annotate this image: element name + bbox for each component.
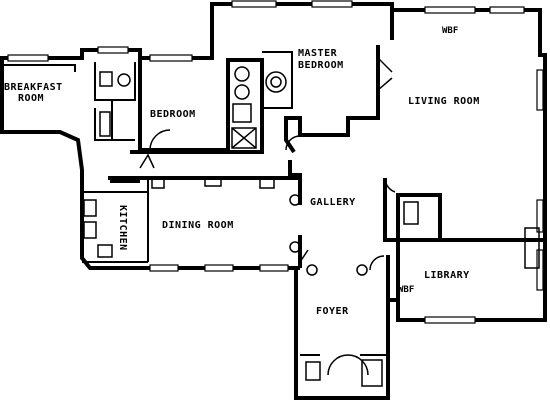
door-swing — [377, 57, 393, 73]
column — [306, 264, 318, 276]
foyer-wall — [296, 255, 390, 300]
window — [536, 199, 544, 233]
toilet — [305, 361, 321, 381]
door-swing — [377, 77, 393, 91]
column — [356, 264, 368, 276]
room-labels: BREAKFAST ROOM BEDROOM MASTER BEDROOM LI… — [4, 26, 480, 317]
window — [424, 316, 476, 324]
closet — [361, 359, 383, 387]
breakfast-room-label-1: BREAKFAST — [4, 82, 63, 93]
range — [83, 199, 97, 217]
door-swing — [139, 153, 155, 169]
tub — [265, 71, 287, 93]
foyer-arch — [327, 354, 369, 376]
door-swing — [285, 135, 301, 151]
breakfast-room-label-2: ROOM — [18, 93, 44, 104]
dining-room-label: DINING ROOM — [162, 220, 234, 231]
counter — [110, 178, 140, 183]
door-swing — [369, 255, 385, 271]
cabinet — [151, 177, 165, 189]
door-swing — [384, 177, 396, 193]
closet-cross — [231, 127, 257, 149]
cabinet — [403, 201, 419, 225]
window — [536, 249, 544, 291]
door-swing — [59, 131, 79, 141]
window — [536, 69, 544, 111]
window — [149, 54, 193, 62]
bedroom-wall — [138, 58, 230, 152]
kitchen-label: KITCHEN — [117, 205, 128, 251]
window — [149, 264, 179, 272]
master-living-wall — [284, 10, 394, 154]
closet — [231, 127, 257, 149]
bookshelf — [524, 227, 540, 269]
window — [7, 54, 49, 62]
window — [259, 264, 289, 272]
breakfast-wall — [2, 64, 76, 72]
gallery-label: GALLERY — [310, 197, 356, 208]
master-bedroom-label-1: MASTER — [298, 48, 338, 59]
toilet — [232, 103, 252, 123]
shower — [99, 111, 111, 137]
wbf-top-label: WBF — [442, 26, 458, 36]
master-bedroom-label-2: BEDROOM — [298, 60, 344, 71]
gallery-wall — [130, 150, 302, 205]
library-wall — [396, 238, 545, 320]
master-bath-inner — [262, 51, 293, 109]
window — [204, 264, 234, 272]
window — [97, 46, 129, 54]
radiator — [259, 177, 275, 189]
column — [289, 241, 301, 253]
living-lower-wall — [383, 178, 442, 242]
window — [424, 6, 476, 14]
door-swing — [299, 249, 309, 263]
refrigerator — [83, 221, 97, 239]
library-label: LIBRARY — [424, 270, 470, 281]
column — [289, 194, 301, 206]
fixtures — [83, 66, 540, 387]
kitchen-wall — [82, 180, 149, 263]
windows — [7, 0, 544, 324]
radiator — [204, 177, 222, 187]
bedroom-label: BEDROOM — [150, 109, 196, 120]
window — [489, 6, 525, 14]
tub-drain — [270, 76, 282, 88]
sink — [234, 66, 250, 82]
door-swing — [149, 129, 171, 151]
wbf-library-label: WBF — [398, 285, 414, 295]
toilet — [99, 71, 113, 87]
interior-walls — [82, 10, 545, 356]
living-room-label: LIVING ROOM — [408, 96, 480, 107]
foyer-label: FOYER — [316, 306, 349, 317]
sink — [117, 73, 131, 87]
doors — [59, 57, 396, 271]
bath-wall — [94, 62, 136, 141]
window — [231, 0, 277, 8]
sink — [234, 84, 250, 100]
sink — [97, 244, 113, 258]
window — [311, 0, 353, 8]
